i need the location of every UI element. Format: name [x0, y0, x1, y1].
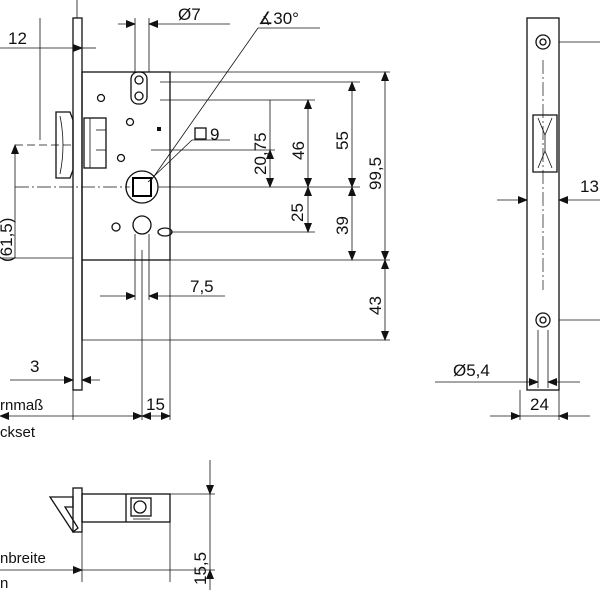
dimension-46: 46	[289, 99, 312, 188]
dimension-backset: rnmaß ckset	[0, 397, 143, 441]
svg-text:9: 9	[210, 125, 219, 144]
lock-body-front-view	[0, 0, 390, 420]
strike-plate	[526, 17, 560, 391]
svg-text:3: 3	[30, 357, 39, 376]
side-latch	[48, 496, 79, 533]
dimension-15-5: 15,5	[191, 460, 214, 590]
svg-text:25: 25	[288, 203, 307, 222]
svg-text:13: 13	[580, 177, 599, 196]
svg-text:7,5: 7,5	[190, 277, 214, 296]
svg-text:15: 15	[146, 395, 165, 414]
dimension-43: 43	[366, 259, 389, 341]
svg-text:39: 39	[333, 216, 352, 235]
svg-text:99,5: 99,5	[366, 157, 385, 190]
follower-hub	[125, 170, 159, 204]
dimension-faceplate-width: nbreite n	[0, 550, 83, 592]
dimension-angle-30: ∡30°	[149, 9, 320, 183]
dimension-7-5: 7,5	[100, 277, 225, 300]
lock-case	[81, 71, 171, 261]
svg-text:Ø7: Ø7	[178, 5, 201, 24]
svg-text:24: 24	[530, 395, 549, 414]
svg-text:rnmaß: rnmaß	[0, 397, 43, 414]
faceplate	[72, 17, 83, 391]
dimension-25: 25	[288, 186, 312, 233]
screw-hole-top	[535, 34, 551, 50]
dimension-12: 12	[0, 29, 96, 52]
dimension-99-5: 99,5	[366, 71, 389, 261]
svg-text:15,5: 15,5	[191, 552, 210, 585]
dimension-3: 3	[10, 357, 100, 384]
dimension-24: 24	[490, 395, 590, 420]
dimension-phi5-4: Ø5,4	[435, 361, 580, 386]
svg-text:12: 12	[8, 29, 27, 48]
dimension-61-5: (61,5)	[0, 144, 19, 262]
dimension-13: 13	[497, 177, 600, 204]
dimension-20-75: 20,75	[251, 100, 274, 188]
lock-side-view	[48, 487, 215, 582]
upper-slot	[130, 71, 148, 105]
dimension-55: 55	[333, 81, 356, 188]
svg-text:nbreite: nbreite	[0, 550, 46, 567]
svg-text:55: 55	[333, 131, 352, 150]
svg-text:46: 46	[289, 141, 308, 160]
dimension-phi7: Ø7	[118, 5, 230, 28]
svg-text:(61,5): (61,5)	[0, 218, 16, 262]
latch-bolt	[55, 111, 74, 179]
square-symbol	[194, 127, 207, 140]
screw-hole-bottom	[535, 312, 551, 328]
svg-text:20,75: 20,75	[251, 132, 270, 175]
latch-opening	[532, 114, 558, 173]
side-faceplate	[72, 487, 83, 533]
dimension-square-9: 9	[147, 125, 230, 183]
square-spindle-hole	[132, 177, 152, 197]
svg-text:ckset: ckset	[0, 424, 36, 441]
dimension-39: 39	[333, 186, 356, 261]
dimension-15: 15	[141, 395, 171, 420]
svg-text:n: n	[0, 575, 8, 592]
cylinder-hole	[132, 215, 152, 235]
svg-text:Ø5,4: Ø5,4	[453, 361, 490, 380]
svg-text:43: 43	[366, 296, 385, 315]
strike-plate-view	[519, 17, 600, 420]
svg-text:∡30°: ∡30°	[258, 9, 299, 28]
